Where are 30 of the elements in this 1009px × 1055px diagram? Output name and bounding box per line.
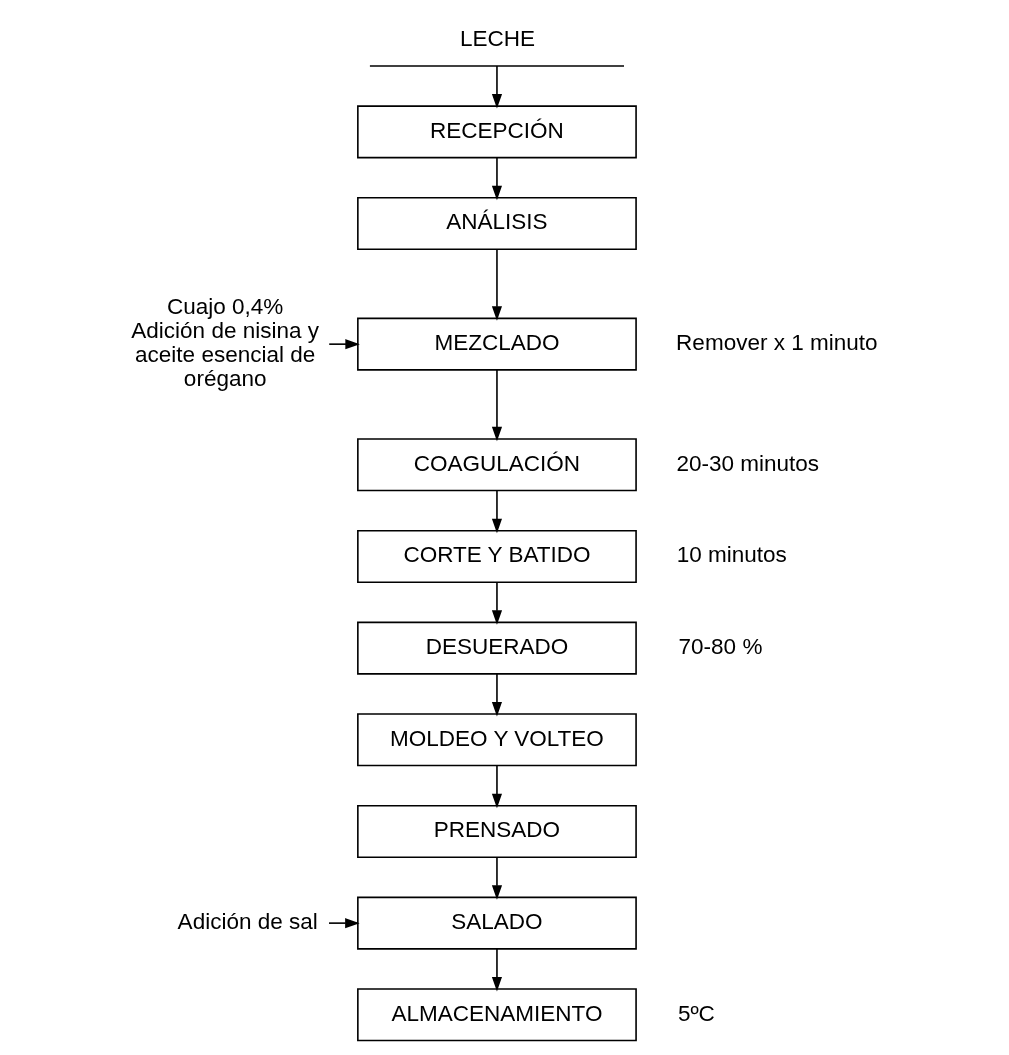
node-label: Remover x 1 minuto xyxy=(675,330,877,356)
arrow xyxy=(491,156,502,201)
node-box: SALADO xyxy=(356,896,637,950)
arrow xyxy=(327,339,360,350)
node-text: Cuajo 0,4% Adición de nisina y aceite esencial de orégano xyxy=(130,293,319,392)
arrow xyxy=(491,673,502,717)
node-box: RECEPCIÓN xyxy=(356,105,637,159)
node-label: 5ºC xyxy=(677,1000,715,1026)
node-box: CORTE Y BATIDO xyxy=(356,529,637,583)
node-label: 10 minutos xyxy=(676,542,787,568)
arrow xyxy=(491,369,502,442)
node-label: 20-30 minutos xyxy=(676,450,819,476)
arrow xyxy=(491,581,502,625)
node-box: ANÁLISIS xyxy=(356,197,637,251)
arrow xyxy=(491,248,502,321)
arrow xyxy=(327,918,360,929)
arrow xyxy=(491,489,502,534)
node-box: MEZCLADO xyxy=(356,317,637,371)
node-text: Adición de sal xyxy=(177,909,318,935)
node-text: LECHE xyxy=(459,26,535,52)
node-box: MOLDEO Y VOLTEO xyxy=(356,713,637,767)
node-box: ALMACENAMIENTO xyxy=(356,988,637,1042)
arrow xyxy=(491,65,502,109)
node-box: DESUERADO xyxy=(356,621,637,675)
node-box: PRENSADO xyxy=(356,804,637,858)
node-box: COAGULACIÓN xyxy=(356,438,637,492)
arrow xyxy=(491,948,502,992)
node-label: 70-80 % xyxy=(678,634,762,660)
arrow xyxy=(491,764,502,809)
arrow xyxy=(491,856,502,900)
